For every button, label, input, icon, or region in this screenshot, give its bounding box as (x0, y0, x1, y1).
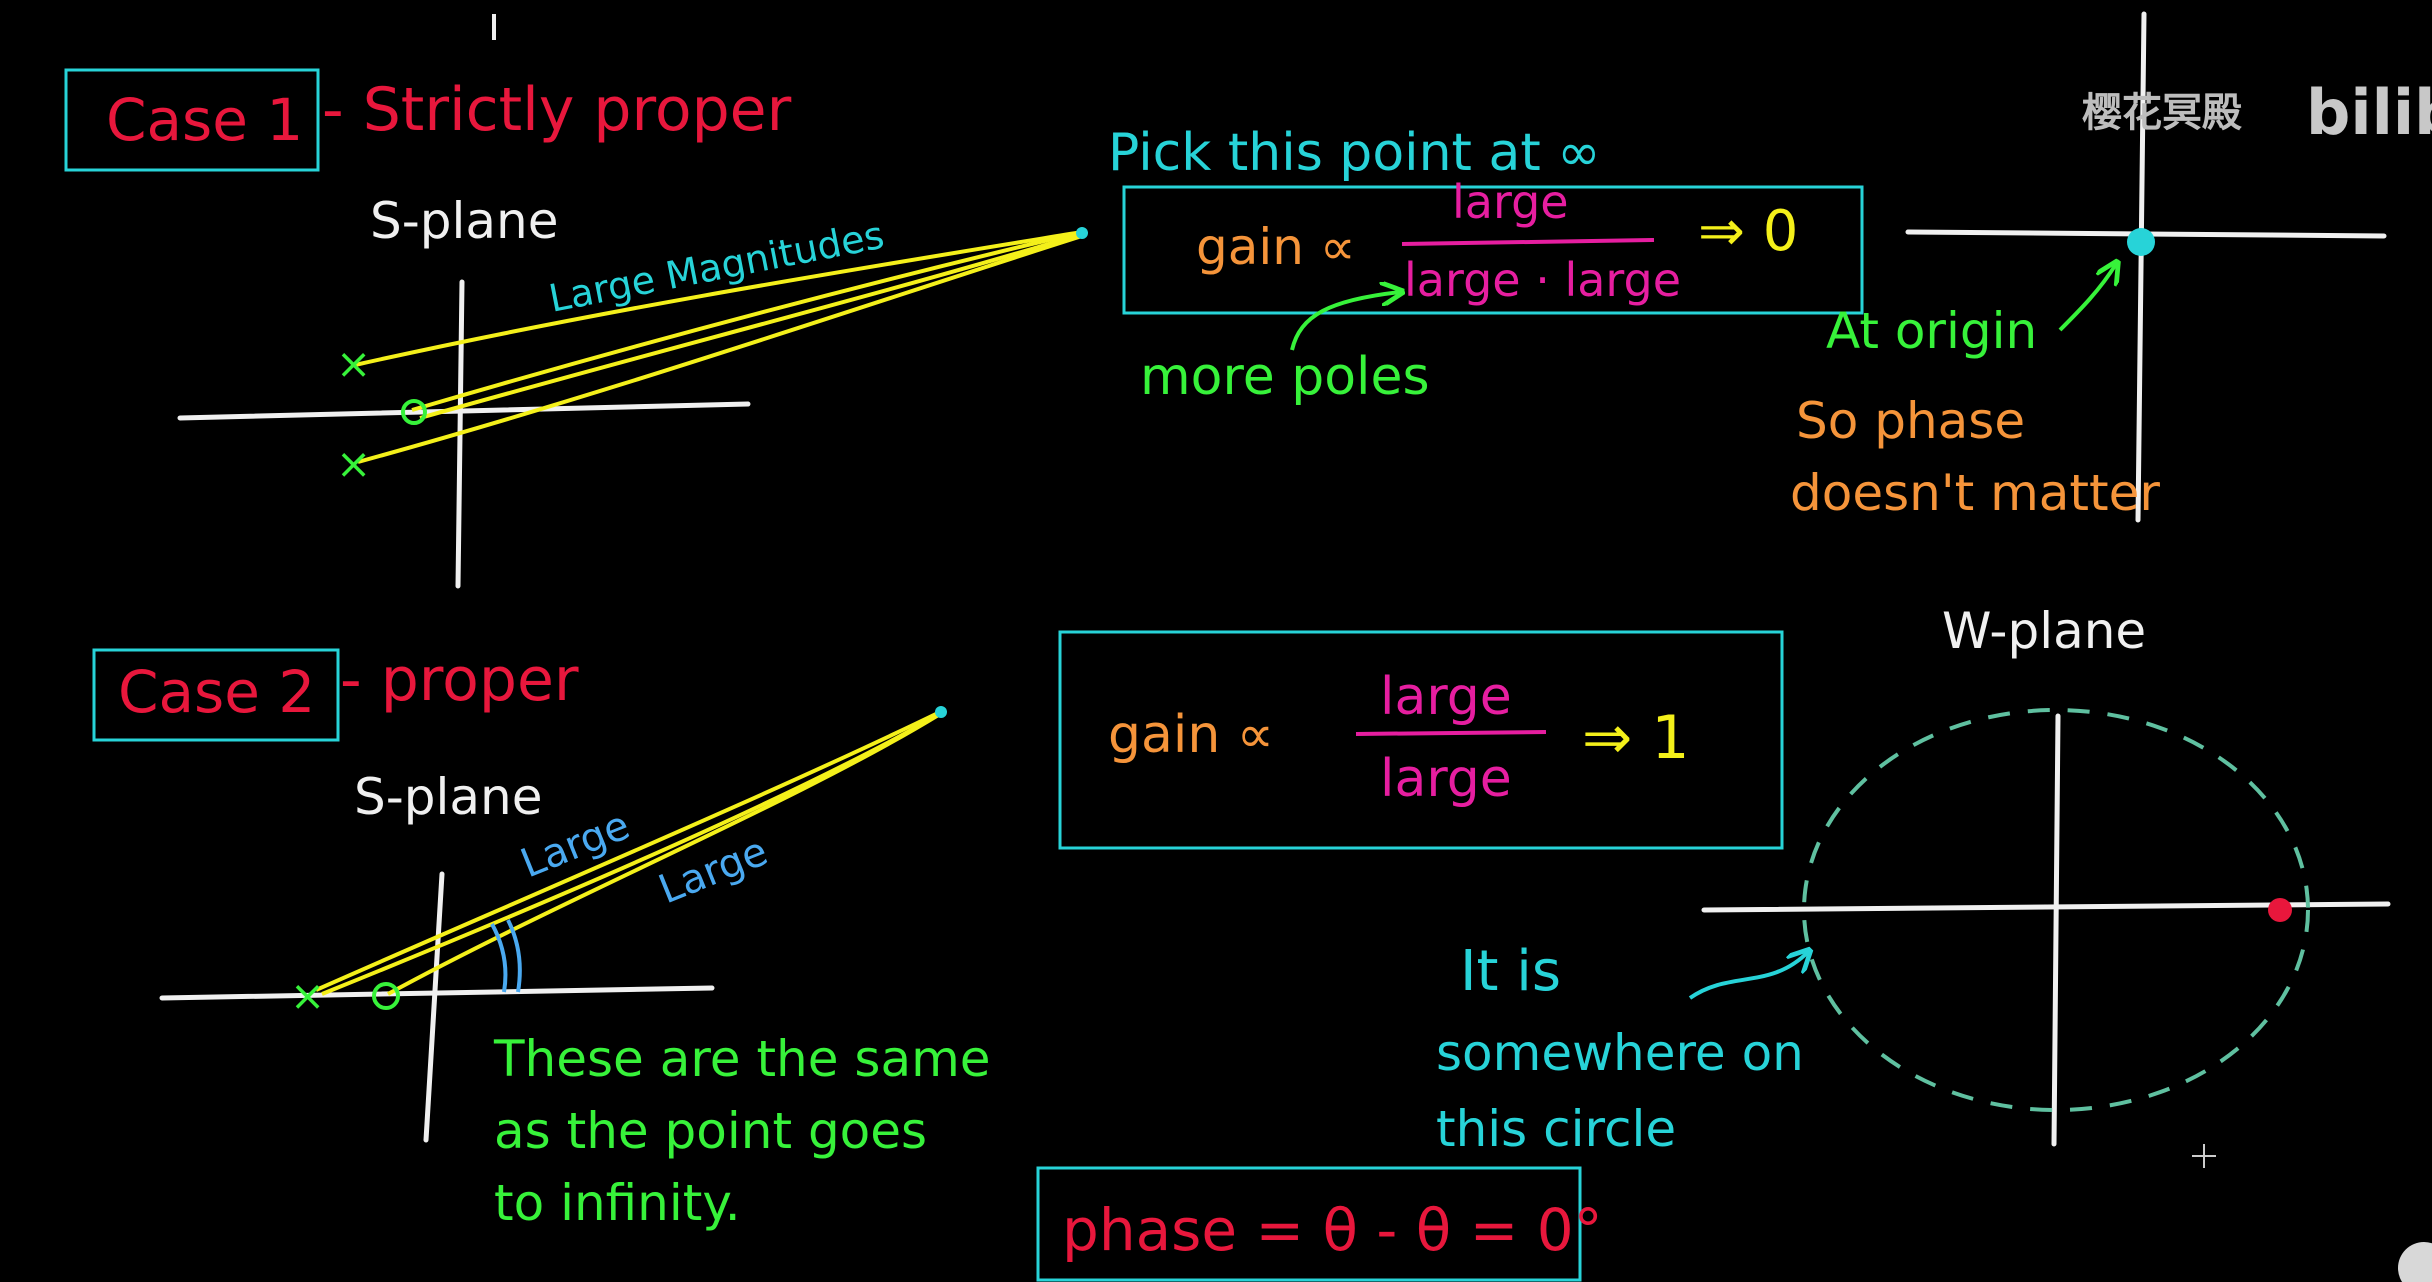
case1-real-axis (177, 401, 751, 421)
case2-circle-note-2: somewhere on (1436, 1024, 1804, 1082)
case2-line-pole-a (315, 710, 941, 992)
case1-line-upper-pole (354, 230, 1083, 367)
case1-subtitle: - Strictly proper (322, 75, 792, 145)
case2-result: ⇒ 1 (1582, 703, 1690, 773)
case1-gain-label: gain ∝ (1196, 218, 1356, 276)
case1-line-zero-b (419, 232, 1083, 420)
case2-far-point (935, 706, 947, 718)
case1-title-box (64, 68, 320, 172)
case1-pole-upper: × (336, 339, 371, 388)
case1-line-zero-a (411, 230, 1083, 412)
case1-line-lower-pole (357, 234, 1083, 464)
case2-circle-arrow (1688, 952, 1808, 1000)
case1-pick-point: Pick this point at ∞ (1108, 123, 1601, 183)
case2-title: Case 2 (118, 658, 315, 726)
case2-angle-arc-2 (506, 919, 522, 993)
case2-s-plane-label: S-plane (354, 768, 543, 826)
case2-denominator: large (1380, 749, 1512, 809)
case2-title-box (92, 648, 340, 742)
case2-same-note-1: These are the same (493, 1030, 991, 1088)
case2-numerator: large (1380, 667, 1512, 727)
case1-zero (401, 399, 427, 425)
case2-subtitle: - proper (340, 645, 579, 715)
case2-w-imag-axis (2051, 713, 2061, 1147)
case1-s-plane-label: S-plane (370, 192, 559, 250)
case2-fraction-bar (1355, 730, 1547, 736)
corner-logo-icon (2398, 1242, 2432, 1282)
case1-pole-lower: × (336, 439, 371, 488)
case2-unit-circle (1802, 708, 2310, 1112)
case2-gain-label: gain ∝ (1108, 705, 1274, 765)
case2-phase-text: phase = θ - θ = 0° (1062, 1196, 1603, 1264)
case2-gain-box (1058, 630, 1784, 850)
case2-w-plane-label: W-plane (1942, 602, 2146, 660)
case1-more-poles: more poles (1140, 347, 1430, 407)
case1-denominator: large · large (1404, 253, 1681, 307)
case1-phase-note-1: So phase (1796, 392, 2025, 450)
watermark-brand-logo: bilib (2306, 76, 2432, 149)
case2-pole: × (290, 971, 325, 1020)
case2-phase-box (1036, 1166, 1582, 1282)
case1-origin-point (2127, 228, 2155, 256)
case2-angle-arc-1 (490, 923, 508, 993)
case1-phase-note-2: doesn't matter (1790, 464, 2160, 522)
case2-zero (372, 982, 400, 1010)
case2-imag-axis (423, 871, 445, 1143)
case1-far-point (1076, 227, 1088, 239)
watermark-channel: 樱花冥殿 (2082, 90, 2242, 136)
case2-circle-note-3: this circle (1436, 1100, 1676, 1158)
case2-large-2: Large (653, 828, 775, 913)
crosshair-cursor-icon (2192, 1144, 2216, 1168)
case2-same-note-3: to infinity. (494, 1174, 741, 1232)
case1-result: ⇒ 0 (1698, 199, 1798, 264)
case2-circle-note-1: It is (1460, 939, 1561, 1004)
case1-w-imag-axis (2135, 11, 2147, 523)
case1-origin-arrow (2058, 264, 2116, 332)
case1-more-poles-arrow (1290, 292, 1400, 351)
case1-title: Case 1 (106, 86, 303, 154)
case2-circle-point (2268, 898, 2292, 922)
case1-at-origin: At origin (1826, 302, 2037, 360)
case1-fraction-bar (1401, 238, 1655, 246)
case2-line-zero (387, 712, 942, 996)
case2-same-note-2: as the point goes (494, 1102, 927, 1160)
case1-numerator: large (1452, 175, 1569, 229)
case1-gain-box (1122, 185, 1864, 315)
